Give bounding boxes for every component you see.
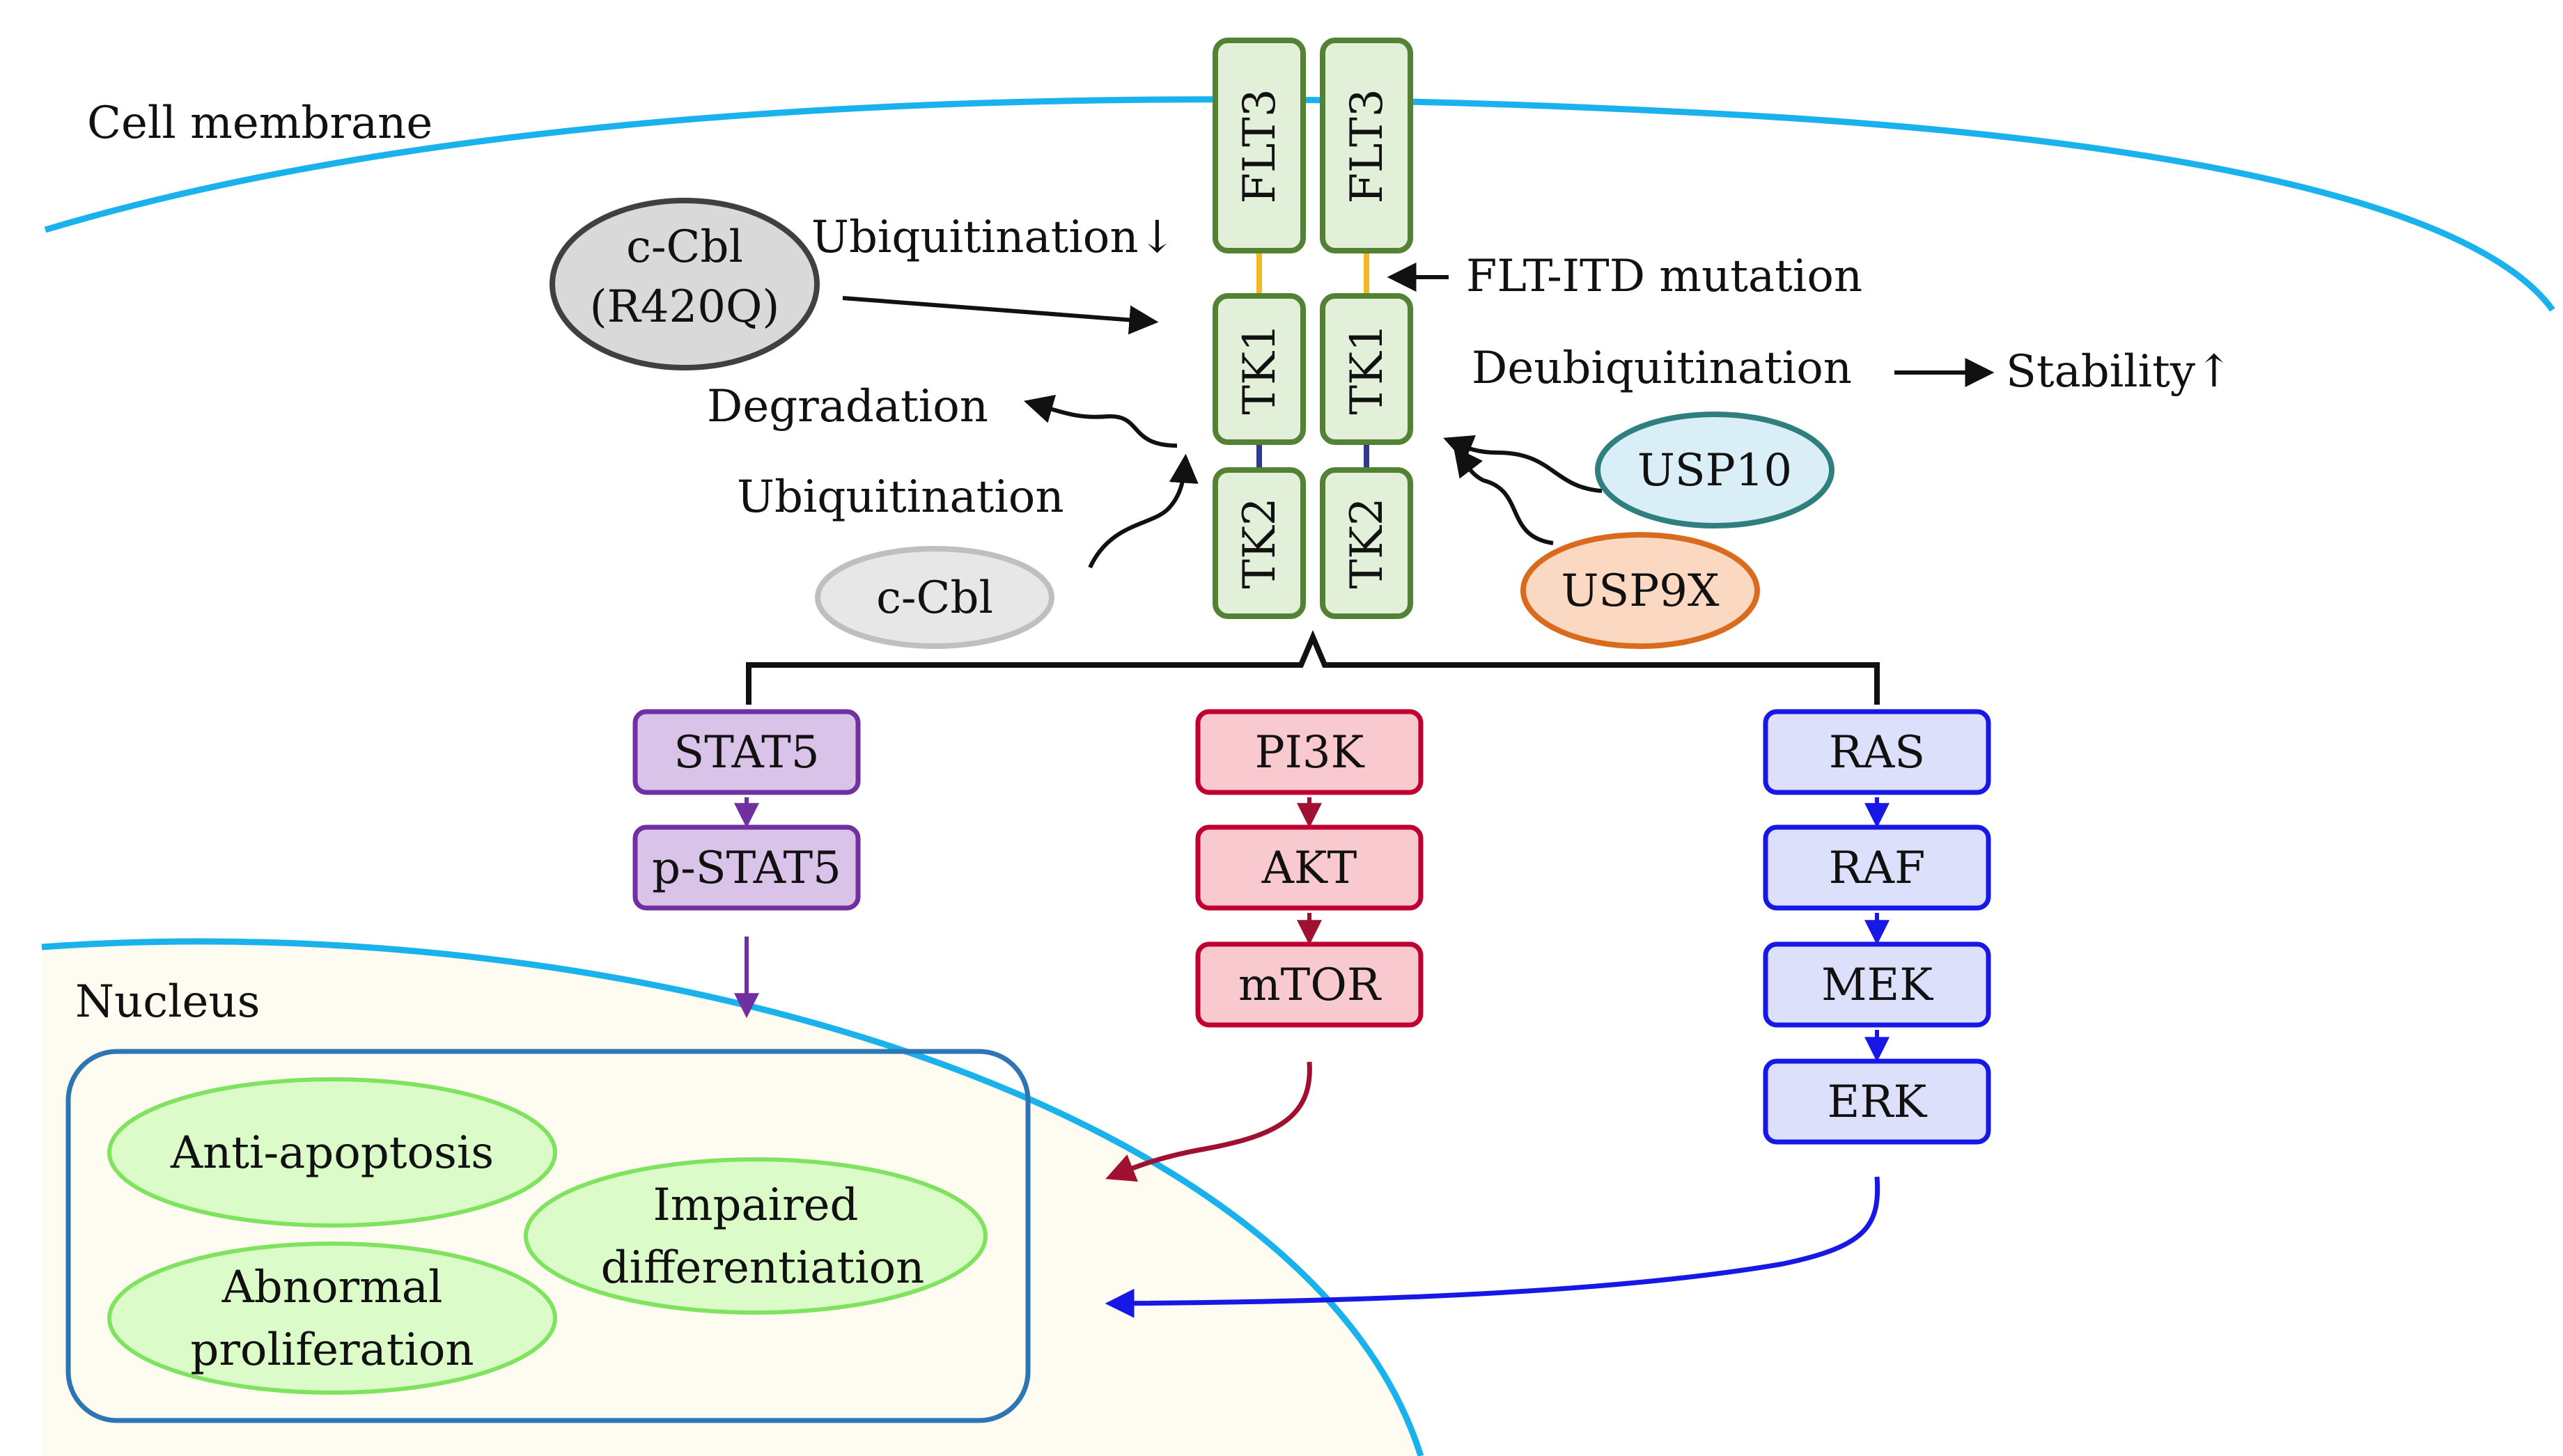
tk2-label: TK2	[1234, 497, 1286, 588]
erk-node	[1763, 1058, 1991, 1145]
cell-membrane	[44, 96, 2555, 312]
pi3k-pathway: PI3K AKT mTOR	[1105, 709, 1424, 1182]
stability-increase-label: Stability↑	[2006, 346, 2233, 398]
tk1-label: TK1	[1234, 323, 1286, 414]
abnormal-label-line2: proliferation	[190, 1324, 474, 1376]
tk2-domain	[1213, 467, 1306, 619]
pi3k-node	[1195, 709, 1424, 795]
mek-label: MEK	[1821, 960, 1933, 1011]
impaired-label-line1: Impaired	[653, 1180, 859, 1231]
ccbl-r420q-arrow	[842, 296, 1159, 335]
usp9x-node	[1520, 532, 1760, 649]
tk2-domain	[1320, 467, 1413, 619]
usp10-arrow	[1443, 435, 1603, 493]
ras-pathway: RAS RAF MEK ERK	[1105, 709, 1991, 1318]
stat5-label: STAT5	[673, 727, 819, 778]
usp9x-label: USP9X	[1561, 565, 1720, 617]
usp10-label: USP10	[1637, 445, 1792, 496]
raf-label: RAF	[1829, 843, 1926, 894]
usp9x-arrow	[1453, 446, 1554, 545]
ccbl-r420q-label-line2: (R420Q)	[590, 281, 780, 333]
ubiquitination-label: Ubiquitination	[737, 471, 1064, 523]
ubiquitination-decrease-label: Ubiquitination↓	[811, 212, 1176, 263]
pstat5-label: p-STAT5	[652, 843, 841, 894]
ccbl-label: c-Cbl	[876, 572, 993, 624]
cell-membrane-label: Cell membrane	[87, 97, 433, 149]
mtor-to-nucleus-arrow	[1105, 1061, 1312, 1182]
mtor-label: mTOR	[1238, 960, 1382, 1011]
erk-to-nucleus-arrow	[1105, 1176, 1880, 1318]
flt3-label: FLT3	[1341, 88, 1393, 203]
deubiquitination-label: Deubiquitination	[1472, 343, 1852, 394]
anti-apoptosis-label: Anti-apoptosis	[170, 1127, 494, 1179]
stat5-pathway: STAT5 p-STAT5	[632, 709, 861, 1019]
impaired-differentiation-node	[524, 1157, 988, 1315]
usp10-node	[1595, 412, 1834, 529]
ubiquitination-arrow	[1088, 453, 1199, 569]
nucleus-label: Nucleus	[75, 976, 260, 1028]
ras-node	[1763, 709, 1991, 795]
pathway-brace	[746, 629, 1880, 705]
akt-label: AKT	[1261, 843, 1357, 894]
ccbl-node	[815, 546, 1054, 649]
abnormal-label-line1: Abnormal	[221, 1262, 443, 1313]
tk1-domain	[1213, 293, 1306, 445]
abnormal-proliferation-node	[107, 1242, 557, 1395]
impaired-label-line2: differentiation	[601, 1242, 925, 1294]
akt-node	[1195, 824, 1424, 911]
flt3-receptor-right: FLT3 TK1 TK2	[1320, 38, 1413, 619]
flt-itd-mutation-label: FLT-ITD mutation	[1466, 251, 1862, 302]
tk1-label: TK1	[1341, 323, 1393, 414]
erk-label: ERK	[1828, 1077, 1928, 1128]
raf-node	[1763, 824, 1991, 911]
flt3-domain	[1213, 38, 1306, 253]
mek-node	[1763, 941, 1991, 1028]
pi3k-label: PI3K	[1255, 727, 1365, 778]
flt3-receptor-left: FLT3 TK1 TK2	[1213, 38, 1306, 619]
tk2-label: TK2	[1341, 497, 1393, 588]
mtor-node	[1195, 941, 1424, 1028]
ccbl-r420q-node	[550, 198, 820, 370]
ras-label: RAS	[1829, 727, 1925, 778]
degradation-label: Degradation	[707, 381, 988, 432]
flt3-label: FLT3	[1234, 88, 1286, 203]
ccbl-r420q-label-line1: c-Cbl	[626, 221, 743, 273]
outcomes-box	[65, 1049, 1031, 1423]
tk1-domain	[1320, 293, 1413, 445]
flt3-domain	[1320, 38, 1413, 253]
anti-apoptosis-node	[107, 1077, 557, 1228]
pstat5-node	[632, 824, 861, 911]
stat5-node	[632, 709, 861, 795]
degradation-arrow	[1023, 395, 1178, 448]
